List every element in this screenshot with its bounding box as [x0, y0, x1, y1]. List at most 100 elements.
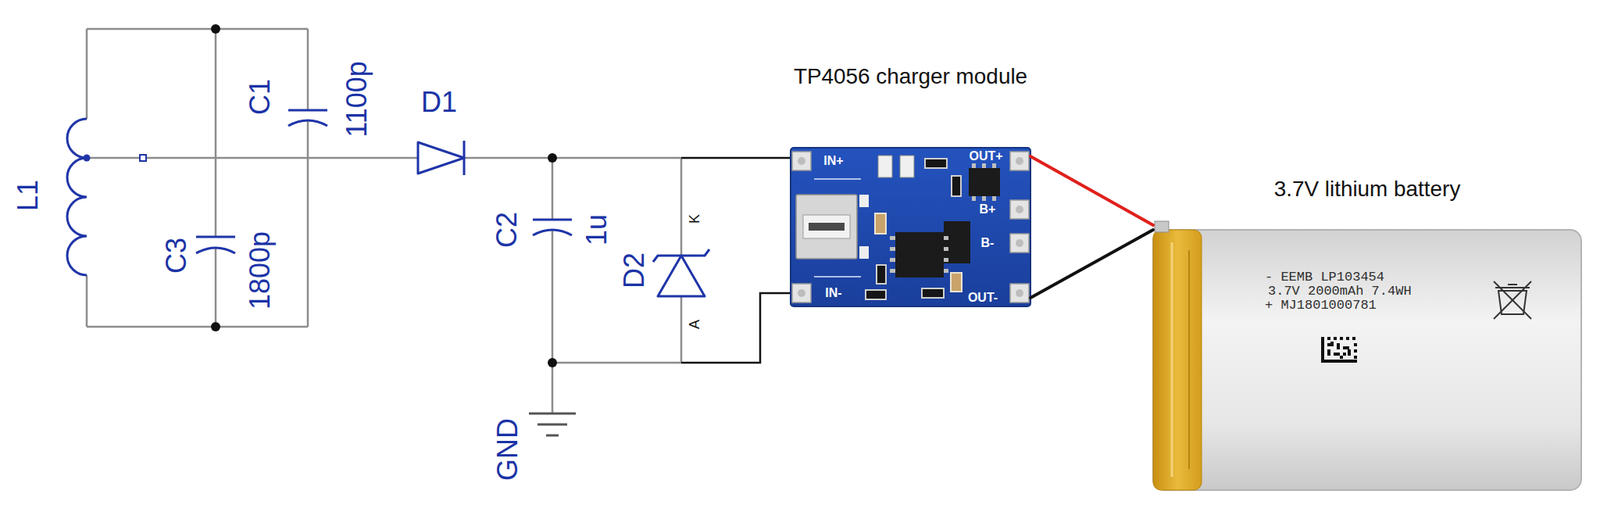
pin-label: B+ [979, 202, 997, 217]
pin-label: OUT- [967, 290, 998, 305]
ground-symbol [546, 434, 559, 437]
pad-hole [1015, 239, 1024, 247]
smd-resistor [876, 264, 886, 284]
schematic-wire [86, 28, 682, 414]
capacitor-symbol [288, 109, 328, 112]
ic-leg [992, 163, 997, 168]
part-value: 1u [582, 214, 611, 246]
pin-name: A [687, 319, 702, 329]
schematic-wire [86, 325, 308, 329]
solder-pad [1010, 233, 1029, 253]
battery-body [1153, 221, 1582, 490]
smd-resistor [865, 289, 886, 300]
ic-chip [895, 167, 1000, 278]
schematic-wire [146, 157, 418, 160]
part-name: C3 [162, 237, 191, 274]
schematic-wire [86, 28, 308, 31]
capacitor-symbol [196, 247, 236, 254]
junction-dot [210, 24, 558, 368]
part-name: L1 [14, 179, 43, 211]
ic-chip [968, 167, 1000, 197]
net-name: GND [493, 417, 522, 481]
ic-leg [943, 268, 949, 273]
ic-leg [889, 235, 896, 240]
ic-leg [982, 163, 986, 168]
pad-hole [797, 157, 1024, 297]
ic-leg [889, 257, 896, 262]
part-name: D1 [421, 88, 458, 117]
ground-symbol [537, 423, 568, 426]
charger-board [790, 147, 1031, 307]
solder-pad [792, 151, 811, 171]
schematic-wire [551, 157, 554, 220]
usb-connector [808, 222, 845, 231]
smd-resistor [921, 288, 944, 298]
battery-body [1171, 242, 1174, 477]
recycle-bin-icon [1493, 281, 1532, 319]
pin-label: IN- [825, 285, 842, 300]
schematic-wire [85, 28, 89, 119]
junction-dot [210, 321, 221, 332]
inductor-symbol [67, 118, 87, 275]
data-matrix-code [1327, 341, 1351, 359]
recycle-bin-icon [1493, 281, 1532, 319]
ic-leg [992, 196, 997, 201]
ic-leg [889, 268, 896, 273]
schematic-wire [307, 28, 310, 111]
pin-label: OUT+ [968, 149, 1003, 164]
diode-symbol [463, 140, 466, 175]
schematic-wire [551, 362, 554, 414]
ic-leg [943, 257, 949, 262]
schematic-wire [85, 275, 89, 327]
battery-body [1153, 229, 1202, 490]
battery-body [1153, 229, 1582, 490]
ic-leg [943, 235, 949, 240]
silkscreen [814, 178, 861, 277]
ic-leg [982, 196, 986, 201]
schematic-wire [307, 120, 310, 327]
diode-symbol [417, 142, 465, 174]
ground-symbol [528, 413, 576, 436]
battery-print: - EEMB LP103454 [1264, 269, 1385, 286]
battery-print: + MJ1801000781 [1264, 297, 1377, 314]
part-value: 1800p [246, 231, 275, 310]
recycle-bin-icon [1493, 281, 1532, 319]
charger-board [790, 147, 1031, 307]
diode-symbol [417, 140, 465, 175]
capacitor-symbol [196, 235, 236, 239]
usb-connector [803, 214, 850, 239]
black-wire [1030, 229, 1154, 298]
data-matrix-code [1321, 336, 1358, 363]
silkscreen [814, 275, 861, 278]
battery-title: 3.7V lithium battery [1153, 174, 1582, 204]
pad-hole [1015, 157, 1024, 165]
data-matrix-code [1321, 336, 1358, 363]
pin-label: B- [981, 235, 995, 250]
schematic-wire [680, 296, 683, 363]
usb-connector [796, 194, 869, 259]
schematic-wire [680, 157, 683, 256]
ic-leg [971, 163, 976, 168]
led [900, 155, 915, 178]
red-wire [1030, 156, 1154, 225]
ic-leg [943, 246, 949, 251]
part-name: C2 [492, 211, 522, 248]
pin-label: IN+ [823, 153, 843, 168]
zener-diode-symbol [653, 249, 710, 297]
led [878, 155, 893, 178]
smd-capacitor [950, 272, 962, 292]
junction-dot [547, 153, 558, 163]
schematic-wire [551, 229, 554, 363]
silkscreen [814, 178, 861, 180]
charger-module: TP4056 charger moduleIN+IN-OUT+B+B-OUT- [790, 54, 1031, 309]
pad-hole [1015, 205, 1024, 214]
part-value: 1100p [342, 60, 372, 137]
inductor-symbol [67, 118, 87, 275]
part-name: C1 [246, 78, 275, 115]
solder-pad [792, 151, 1029, 303]
input-wire [681, 292, 791, 363]
zener-diode-symbol [657, 255, 705, 297]
pad-hole [797, 157, 806, 165]
solder-pad [1010, 200, 1029, 219]
capacitor-symbol [532, 229, 572, 236]
